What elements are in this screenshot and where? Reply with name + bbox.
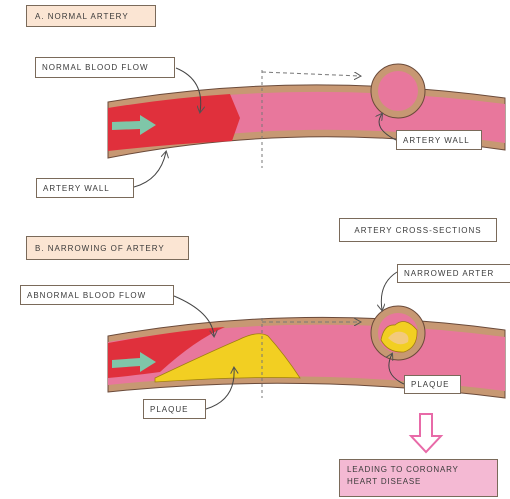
cross-sections-title: ARTERY CROSS-SECTIONS (339, 218, 497, 242)
narrowed-artery-label: NARROWED ARTER (397, 264, 510, 283)
artery-wall-label-a: ARTERY WALL (36, 178, 134, 198)
outcome-line-2: HEART DISEASE (347, 476, 490, 488)
section-b-title: B. NARROWING OF ARTERY (26, 236, 189, 260)
narrowed-cross-section (371, 306, 425, 360)
abnormal-blood-flow-label: ABNORMAL BLOOD FLOW (20, 285, 174, 305)
outcome-line-1: LEADING TO CORONARY (347, 464, 490, 476)
plaque-label-b: PLAQUE (143, 399, 206, 419)
coronary-heart-disease-box: LEADING TO CORONARY HEART DISEASE (339, 459, 498, 497)
cross-section-wall-label-a: ARTERY WALL (396, 130, 482, 150)
normal-blood-flow-label: NORMAL BLOOD FLOW (35, 57, 175, 78)
leader-artery-wall-a (134, 152, 166, 187)
down-arrow (411, 414, 441, 452)
cross-section-pointer-a (262, 72, 360, 76)
normal-cross-section (371, 64, 425, 118)
leader-narrowed (381, 272, 397, 310)
section-a-title: A. NORMAL ARTERY (26, 5, 156, 27)
cross-section-plaque-label: PLAQUE (404, 375, 461, 394)
